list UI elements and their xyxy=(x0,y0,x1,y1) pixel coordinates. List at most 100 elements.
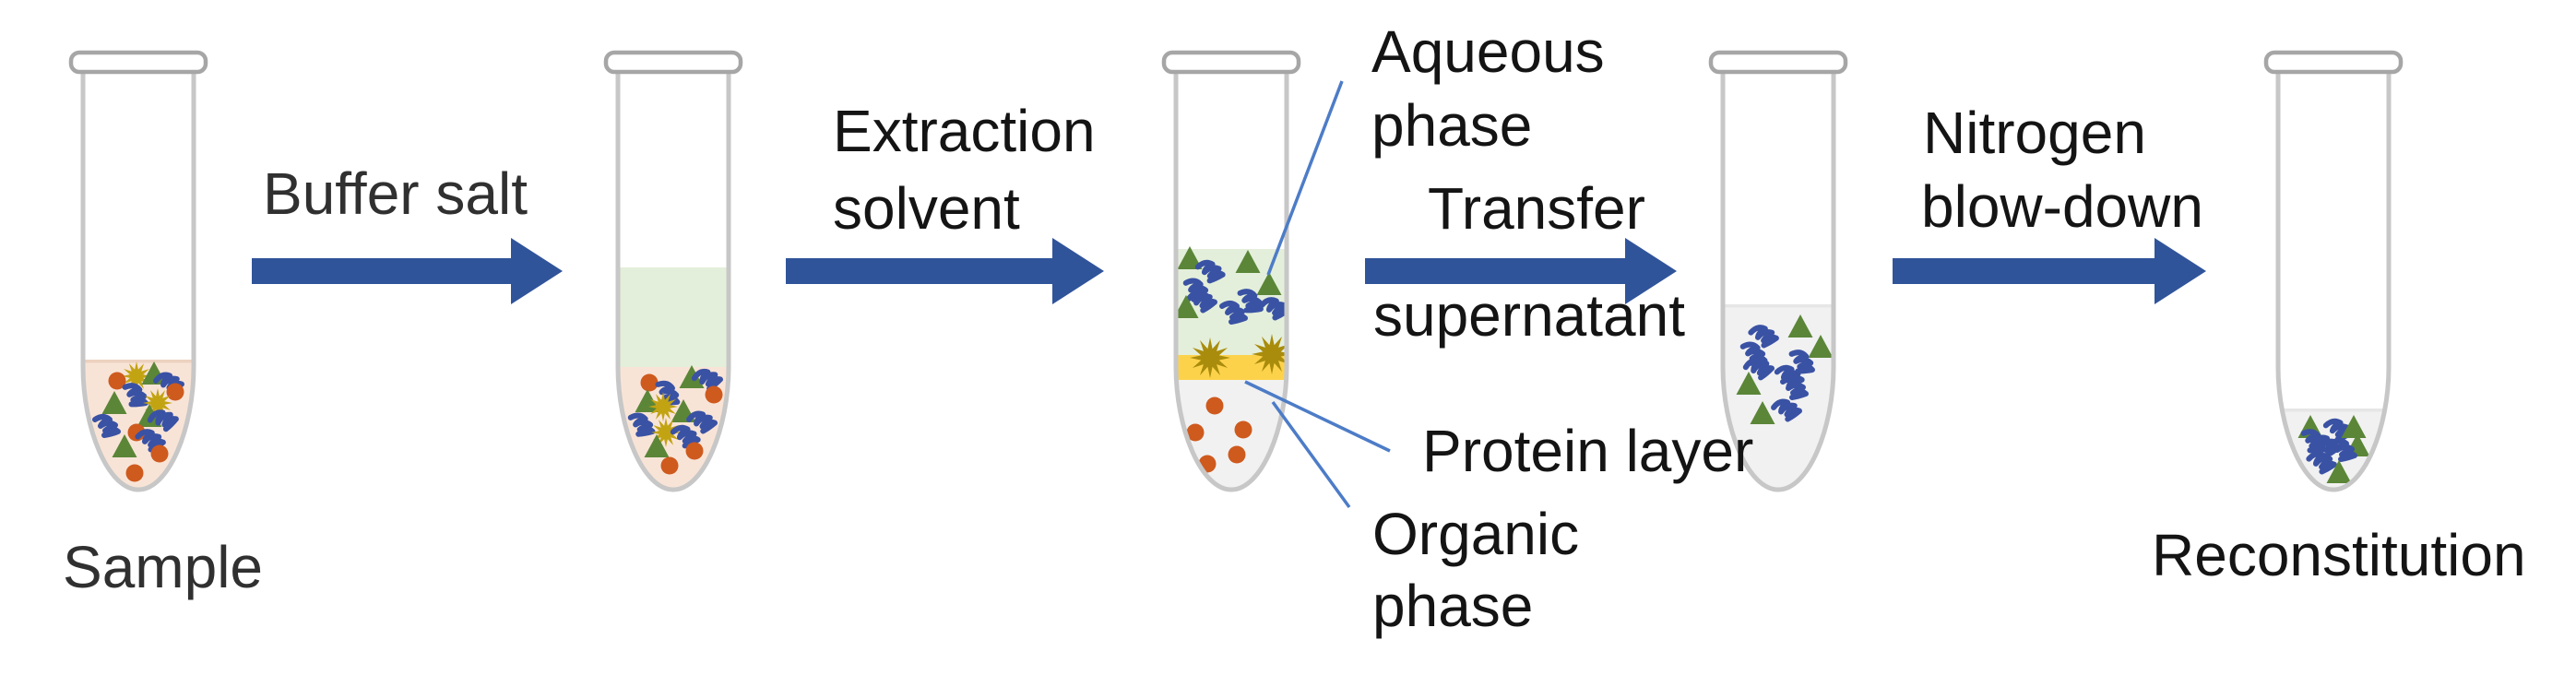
protein-layer-pointer xyxy=(1244,380,1391,453)
layer-surface-edge xyxy=(83,360,194,363)
tube-interior xyxy=(2278,71,2389,490)
label-supernatant: supernatant xyxy=(1373,282,1685,349)
analyte-triangle-icon xyxy=(112,434,137,457)
labels-layer: Buffer salt Extraction solvent Transfer … xyxy=(63,18,2526,639)
tube-lip xyxy=(2263,50,2404,75)
supernatant-tube xyxy=(1708,50,1848,492)
protein-starburst-icon xyxy=(651,418,681,447)
metabolite-circle-icon xyxy=(660,456,679,475)
label-extraction-solvent-line1: Extraction xyxy=(833,98,1096,164)
tube-outline xyxy=(615,71,731,492)
metabolite-circle-icon xyxy=(125,464,144,482)
analyte-triangle-icon xyxy=(1787,314,1813,338)
annotation-aqueous-phase-line2: phase xyxy=(1371,92,1532,159)
metabolite-circle-icon xyxy=(1234,420,1252,439)
analyte-squiggle-icon xyxy=(1771,398,1802,422)
analyte-squiggle-icon xyxy=(2306,451,2337,475)
tube-lip xyxy=(68,50,208,75)
step-arrow-3 xyxy=(1365,238,1677,304)
metabolite-circle-icon xyxy=(1228,445,1246,464)
protein-starburst-icon xyxy=(122,361,151,391)
tube-outline xyxy=(80,71,196,492)
annotation-aqueous-phase-line1: Aqueous xyxy=(1371,18,1605,85)
step-arrow-2 xyxy=(786,238,1104,304)
analyte-squiggle-icon xyxy=(1194,259,1226,284)
organic-phase-pointer xyxy=(1271,400,1351,509)
label-extraction-solvent-line2: solvent xyxy=(833,175,1020,242)
metabolite-circle-icon xyxy=(166,383,184,401)
tube-lip xyxy=(1161,50,1301,75)
analyte-triangle-icon xyxy=(644,434,670,457)
protein-starburst-icon xyxy=(648,392,678,421)
analyte-squiggle-icon xyxy=(147,409,179,432)
tube-lip xyxy=(1708,50,1848,75)
analyte-squiggle-icon xyxy=(1742,357,1775,381)
analyte-squiggle-icon xyxy=(1780,376,1809,400)
label-nitrogen-blowdown-line2: blow-down xyxy=(1921,173,2203,240)
annotation-organic-phase-line2: phase xyxy=(1372,573,1533,639)
analyte-squiggle-icon xyxy=(1186,290,1217,314)
annotation-protein-layer: Protein layer xyxy=(1422,418,1753,484)
analyte-squiggle-icon xyxy=(1739,341,1768,366)
aqueous-phase-pointer xyxy=(1266,80,1344,276)
layer-buffer-salt-solution xyxy=(618,267,729,367)
analyte-squiggle-icon xyxy=(153,372,184,396)
analyte-squiggle-icon xyxy=(655,380,681,406)
analyte-squiggle-icon xyxy=(1237,289,1264,314)
protein-starburst-icon xyxy=(143,388,172,418)
analyte-squiggle-icon xyxy=(1219,301,1248,325)
analyte-triangle-icon xyxy=(1736,372,1762,395)
tube-outline xyxy=(1720,71,1836,492)
protein-starburst-icon xyxy=(1252,334,1287,374)
analyte-squiggle-icon xyxy=(1774,364,1805,389)
analyte-squiggle-icon xyxy=(1788,349,1815,374)
analyte-squiggle-icon xyxy=(686,410,718,434)
sample-tube xyxy=(68,50,208,492)
metabolite-circle-icon xyxy=(150,444,169,463)
analyte-triangle-icon xyxy=(101,391,127,414)
analyte-squiggle-icon xyxy=(670,424,701,449)
layer-surface-edge xyxy=(2278,409,2389,412)
tube-lip xyxy=(603,50,743,75)
label-nitrogen-blowdown-line1: Nitrogen xyxy=(1923,100,2146,166)
phase-separated-tube xyxy=(1161,50,1301,492)
tube-outline xyxy=(2275,71,2392,492)
analyte-triangle-icon xyxy=(679,365,705,388)
step-arrow-1 xyxy=(252,238,563,304)
step-arrow-4 xyxy=(1893,238,2206,304)
analyte-squiggle-icon xyxy=(92,414,121,438)
metabolite-circle-icon xyxy=(108,372,126,390)
analyte-squiggle-icon xyxy=(135,429,166,453)
metabolite-circle-icon xyxy=(1186,423,1205,442)
analyte-triangle-icon xyxy=(1750,401,1775,424)
analyte-squiggle-icon xyxy=(627,412,656,437)
analyte-triangle-icon xyxy=(1235,250,1261,273)
analyte-squiggle-icon xyxy=(1748,325,1779,349)
analyte-squiggle-icon xyxy=(1259,297,1287,321)
label-buffer-salt: Buffer salt xyxy=(263,160,528,227)
analyte-triangle-icon xyxy=(1177,246,1203,269)
tubes-layer xyxy=(68,50,2404,492)
buffer-salt-added-tube xyxy=(603,50,743,492)
analyte-triangle-icon xyxy=(1256,272,1282,295)
protein-starburst-icon xyxy=(1190,338,1230,378)
annotation-organic-phase-line1: Organic xyxy=(1372,501,1579,567)
metabolite-circle-icon xyxy=(640,373,659,392)
label-transfer: Transfer xyxy=(1428,175,1645,242)
analyte-triangle-icon xyxy=(1808,335,1834,358)
reconstituted-tube xyxy=(2263,50,2404,492)
arrows-layer xyxy=(252,238,2206,304)
pointer-lines-layer xyxy=(1244,80,1391,509)
metabolite-circle-icon xyxy=(685,442,704,460)
caption-sample: Sample xyxy=(63,534,263,600)
metabolite-circle-icon xyxy=(1205,397,1224,415)
analyte-triangle-icon xyxy=(2341,415,2367,438)
metabolite-circle-icon xyxy=(705,385,723,404)
analyte-triangle-icon xyxy=(2326,460,2352,483)
layer-surface-edge xyxy=(1723,304,1834,308)
analyte-squiggle-icon xyxy=(2329,438,2357,462)
analyte-squiggle-icon xyxy=(691,368,723,392)
analyte-triangle-icon xyxy=(1176,295,1199,318)
